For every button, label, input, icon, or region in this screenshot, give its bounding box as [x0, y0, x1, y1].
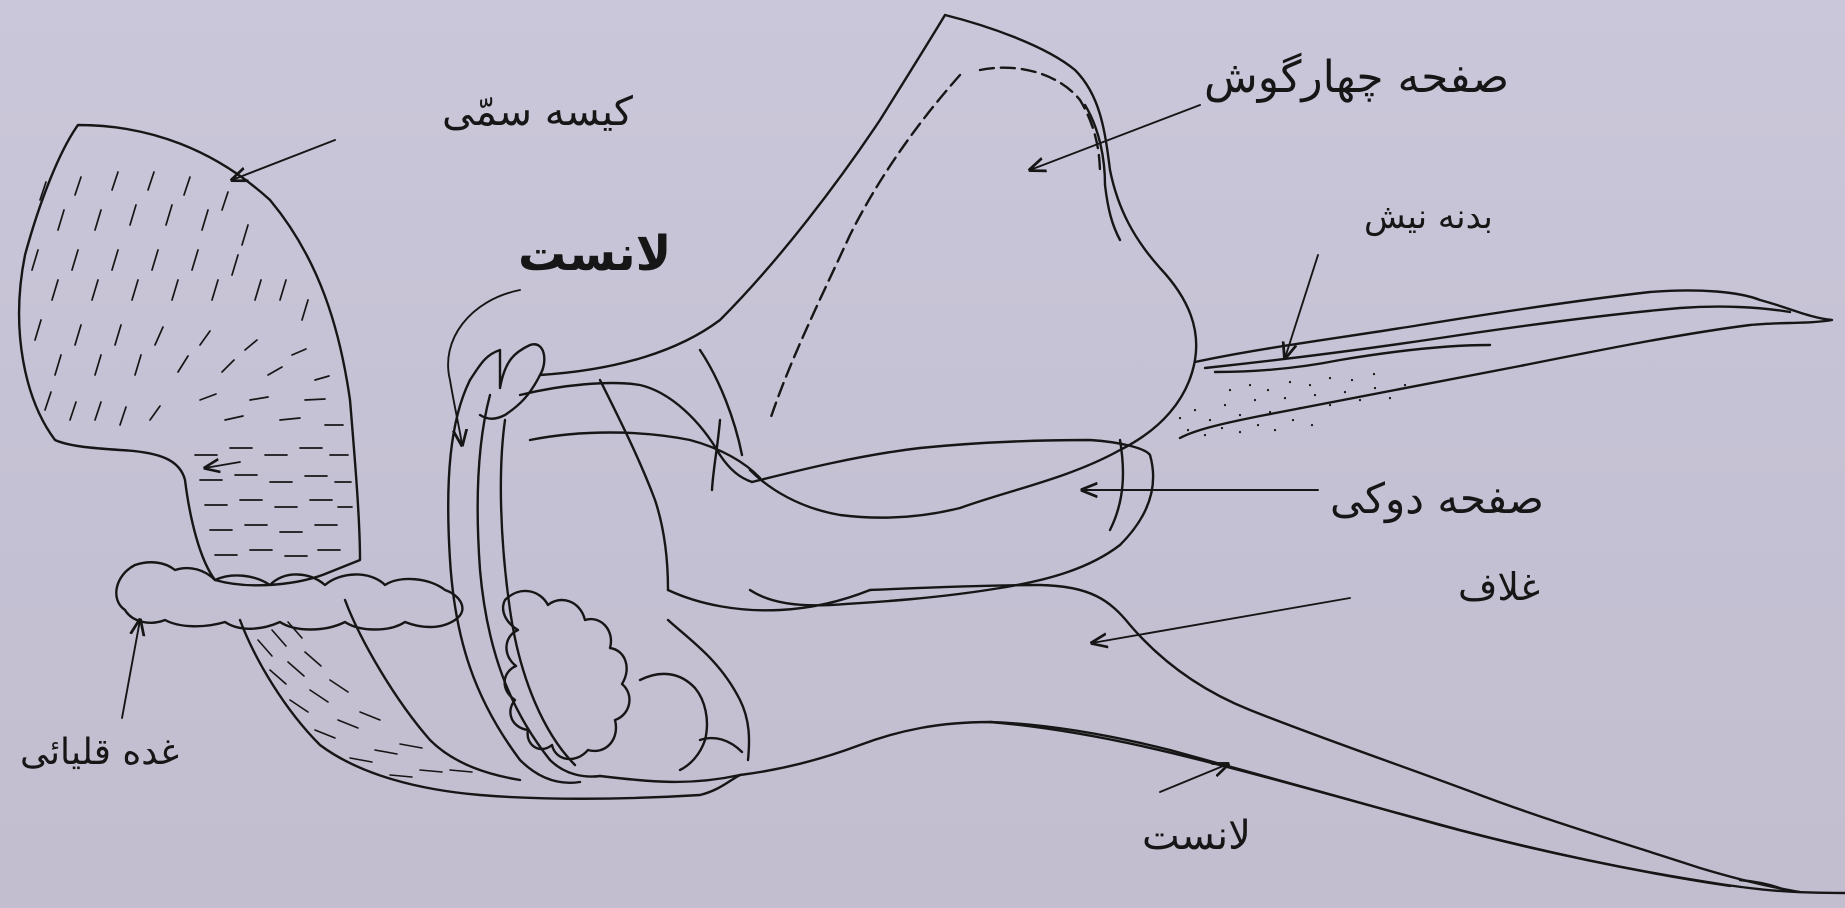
oblong-plate-outline — [750, 440, 1153, 605]
label-oblong-plate: صفحه دوکی — [1330, 478, 1544, 520]
label-lancet-top: لانست — [518, 230, 671, 278]
lancet-bottom-arrow — [1160, 764, 1228, 792]
label-quadrate-plate: صفحه چهارگوش — [1204, 56, 1509, 100]
venom-sac-striations — [195, 448, 352, 556]
quadrate-plate-groove — [980, 68, 1100, 175]
venom-sac-arrow — [232, 140, 335, 180]
venom-sac-hatching — [32, 172, 343, 425]
quadrate-plate-arrow — [1030, 105, 1200, 170]
label-venom-sac: کیسه سمّی — [442, 92, 633, 132]
sting-body-outline — [1180, 290, 1832, 438]
venom-sac-outline — [19, 125, 360, 585]
lancet-head — [470, 344, 544, 418]
alkaline-gland-arrow — [122, 620, 140, 718]
alkaline-gland-outline — [116, 562, 462, 629]
bulb-base-outline — [240, 620, 740, 799]
label-alkaline-gland: غده قلیائی — [20, 735, 179, 771]
sheath-outline — [870, 585, 1800, 892]
label-sheath: غلاف — [1458, 568, 1540, 606]
lancet-outline — [740, 722, 1845, 893]
sac-interior-arrow — [205, 462, 240, 468]
label-lancet-bottom: لانست — [1142, 816, 1251, 856]
lancet-arm-inner — [478, 395, 600, 777]
sheath-arrow — [1092, 598, 1350, 643]
label-sting-body: بدنه نیش — [1364, 200, 1493, 234]
